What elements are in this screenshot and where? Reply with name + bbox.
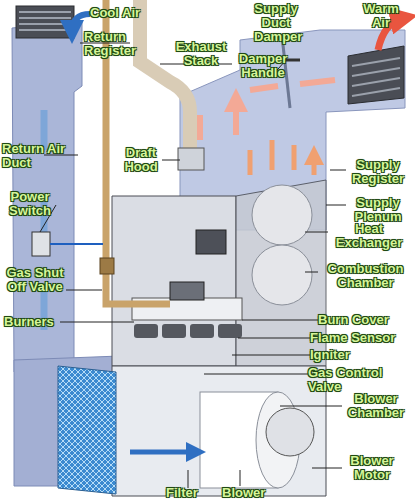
part-label: Blower: [222, 486, 282, 500]
blower-flow-arrow: [130, 450, 196, 455]
burner: [190, 324, 214, 338]
part-label: Blower Chamber: [342, 392, 410, 420]
part-label: Supply Register: [344, 158, 412, 186]
gas-shut-off-valve: [100, 258, 114, 274]
heat-arrows: [250, 140, 314, 175]
part-label: Damper: [254, 30, 324, 44]
part-label: Exhaust Stack: [170, 40, 232, 68]
part-label: Burners: [4, 315, 74, 329]
burner: [218, 324, 242, 338]
part-label: Combustion Chamber: [318, 262, 413, 290]
part-label: Cool Air: [90, 6, 160, 20]
heat-exchanger: [252, 185, 312, 245]
exhaust-stack: [140, 0, 190, 150]
part-label: Supply Duct: [248, 2, 304, 30]
part-label: Flame Sensor: [310, 331, 410, 345]
register-slats: [19, 12, 71, 30]
part-label: Igniter: [310, 348, 410, 362]
register-slats: [352, 58, 400, 96]
power-wire: [50, 243, 103, 245]
burner: [134, 324, 158, 338]
part-label: Draft Hood: [118, 146, 164, 174]
part-label: Burn Cover: [318, 313, 413, 327]
part-label: Damper Handle: [232, 52, 294, 80]
supply-flow-arrows: [200, 80, 335, 140]
part-label: Gas Shut Off Valve: [4, 266, 66, 294]
part-label: Power Switch: [2, 190, 58, 218]
part-label: Filter: [166, 486, 216, 500]
blower-motor: [266, 408, 314, 456]
part-label: Return Air Duct: [2, 142, 78, 170]
part-label: Blower Motor: [340, 454, 404, 482]
burner: [162, 324, 186, 338]
combustion-chamber: [252, 245, 312, 305]
part-label: Gas Control Valve: [308, 366, 408, 394]
control-board: [196, 230, 226, 254]
draft-hood: [178, 148, 204, 170]
return-register: [16, 6, 74, 38]
part-label: Heat Exchanger: [328, 222, 410, 250]
part-label: Warm Air: [356, 2, 406, 30]
supply-register: [348, 46, 404, 104]
furnace-cabinet: [112, 196, 236, 366]
leader-lines: [40, 41, 346, 488]
filter: [58, 366, 116, 494]
blower-chamber: [112, 366, 326, 496]
gas-control-valve: [170, 282, 204, 300]
part-label: Return Register: [84, 30, 146, 58]
part-label: Supply Plenum: [346, 196, 410, 224]
power-switch: [32, 232, 50, 256]
